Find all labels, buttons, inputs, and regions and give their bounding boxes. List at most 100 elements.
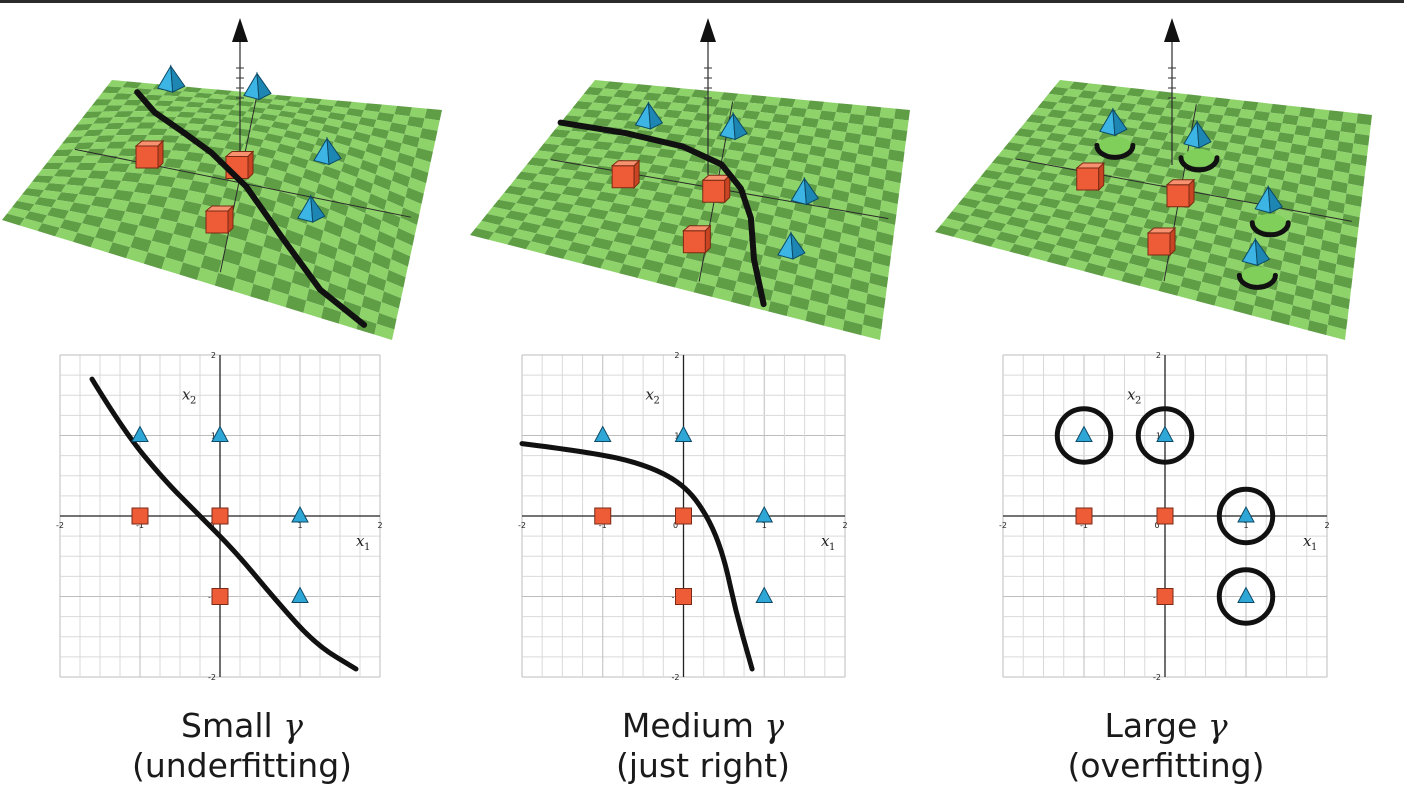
decision-circle: [1054, 406, 1114, 465]
surface-tile: [155, 218, 178, 234]
surface-tile: [763, 184, 783, 197]
surface-tile: [652, 101, 672, 110]
surface-tile: [1111, 86, 1131, 96]
surface-tile: [1317, 259, 1337, 275]
surface-tile: [527, 181, 550, 192]
surface-tile: [731, 227, 752, 241]
surface-tile: [762, 138, 781, 149]
surface-tile: [554, 168, 577, 179]
surface-tile: [855, 247, 874, 263]
surface-tile: [1126, 88, 1146, 97]
surface-tile: [1230, 180, 1249, 193]
surface-tile: [733, 281, 755, 297]
surface-tile: [150, 184, 172, 198]
surface-tile: [1072, 144, 1094, 155]
surface-tile: [745, 102, 764, 112]
surface-tile: [1084, 262, 1107, 277]
surface-tile: [1082, 224, 1105, 237]
surface-tile: [1337, 243, 1356, 259]
surface-tile: [1205, 113, 1224, 124]
surface-tile: [273, 95, 292, 101]
x-axis-label-sub: 1: [829, 542, 835, 553]
surface-tile: [865, 186, 884, 201]
surface-tile: [786, 305, 808, 321]
surface-tile: [1019, 144, 1041, 155]
caption-medium: Medium γ (just right): [503, 706, 903, 786]
surface-tile: [565, 130, 587, 140]
surface-tile: [701, 98, 720, 107]
surface-tile: [1244, 136, 1263, 148]
surface-tile: [1330, 180, 1348, 194]
surface-tile: [475, 220, 500, 233]
surface-tile: [1256, 147, 1275, 160]
surface-tile: [1340, 121, 1357, 134]
surface-tile: [212, 108, 232, 115]
surface-tile: [295, 140, 315, 153]
surface-tile: [730, 291, 753, 307]
surface-tile: [116, 180, 139, 192]
surface-tile: [288, 282, 310, 301]
surface-tile: [791, 210, 811, 224]
surface-tile: [870, 156, 888, 170]
surface-tile: [613, 194, 635, 206]
surface-tile: [223, 114, 244, 122]
surface-tile: [405, 187, 424, 205]
surface-tile: [653, 230, 675, 245]
surface-tile: [539, 191, 562, 202]
surface-tile: [880, 200, 898, 215]
surface-tile: [596, 191, 618, 203]
surface-bump: [1183, 148, 1215, 167]
surface-tile: [789, 295, 810, 311]
surface-tile: [376, 112, 395, 123]
square-point: [1075, 507, 1093, 525]
surface-tile: [37, 223, 60, 237]
surface-tile: [940, 218, 965, 230]
surface-tile: [1028, 248, 1052, 262]
surface-tile: [822, 157, 840, 170]
surface-tile: [1327, 200, 1345, 214]
surface-tile: [997, 172, 1020, 184]
surface-tile: [544, 245, 568, 259]
surface-tile: [1333, 160, 1351, 174]
surface-tile: [690, 89, 710, 99]
surface-tile: [1167, 205, 1188, 218]
surface-tile: [848, 113, 866, 125]
pyramid-side: [256, 71, 272, 101]
caption-small: Small γ (underfitting): [42, 706, 442, 786]
surface-tile: [559, 137, 582, 147]
surface-tile: [841, 222, 861, 237]
surface-tile: [51, 199, 74, 211]
surface-tile: [1019, 228, 1043, 241]
surface-tile: [544, 183, 567, 194]
surface-tile: [318, 130, 337, 142]
surface-tile: [576, 139, 598, 149]
surface-tile: [72, 232, 95, 248]
surface-tile: [1214, 296, 1236, 311]
surface-tile: [370, 183, 390, 201]
surface-tile: [302, 168, 322, 184]
surface-tile: [208, 113, 228, 121]
surface-tile: [179, 262, 201, 280]
surface-tile: [787, 160, 807, 173]
surface-tile: [746, 135, 766, 147]
surface-tile: [618, 82, 638, 92]
cube-marker: [1166, 184, 1190, 208]
surface-tile: [800, 244, 821, 259]
surface-tile: [870, 262, 890, 278]
surface-tile: [419, 128, 438, 142]
surface-tile: [824, 218, 844, 233]
surface-tile: [653, 124, 674, 134]
surface-tile: [975, 201, 999, 213]
surface-tile: [603, 81, 624, 90]
surface-tile: [253, 154, 274, 168]
surface-tile: [696, 137, 716, 148]
surface-tile: [1129, 206, 1151, 219]
surface-tile: [367, 193, 387, 211]
surface-tile: [371, 251, 391, 270]
surface-tile: [1270, 310, 1291, 326]
surface-tile: [239, 253, 260, 272]
surface-tile: [824, 148, 842, 161]
surface-tile: [394, 105, 412, 117]
surface-tile: [1030, 130, 1052, 140]
surface-tile: [570, 146, 593, 156]
